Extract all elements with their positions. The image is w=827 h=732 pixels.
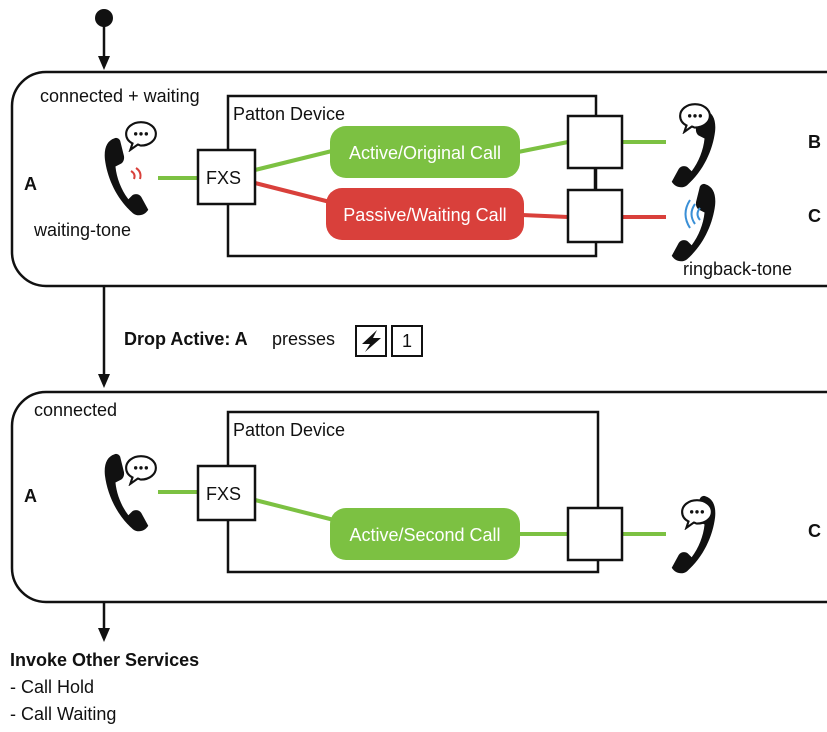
ringing-waves-icon: [684, 199, 701, 229]
fxs-box-2: [196, 464, 257, 522]
active-call-pill-1: [330, 126, 520, 178]
state-title-1: connected + waiting: [40, 86, 200, 106]
party-a-label-1: A: [24, 174, 37, 194]
footer-item: - Call Waiting: [10, 704, 116, 724]
active-call-pill-2: [330, 508, 520, 560]
flash-key-icon: [362, 330, 381, 352]
digit-key: [391, 325, 423, 357]
speech-bubble-icon: [125, 121, 157, 151]
line-fxs-active-1: [254, 148, 337, 172]
party-b-label-1: B: [808, 132, 821, 152]
footer-item: - Call Hold: [10, 677, 94, 697]
handset-icon: [104, 137, 149, 216]
line-fxs-waiting-1: [254, 181, 331, 204]
port-box-b-1: [566, 114, 624, 170]
speech-bubble-icon: [125, 455, 157, 485]
device-label-1: Patton Device: [233, 104, 345, 124]
state-box-2: [10, 390, 827, 604]
digit-key-label: 1: [402, 331, 412, 351]
state-title-2: connected: [34, 400, 117, 420]
waiting-call-label-1: Passive/Waiting Call: [343, 205, 506, 225]
port-box-c-2: [566, 506, 624, 562]
footer-title: Invoke Other Services: [10, 650, 199, 670]
fxs-label-1: FXS: [206, 168, 241, 188]
party-c-label-1: C: [808, 206, 821, 226]
party-a-label-2: A: [24, 486, 37, 506]
state-box-1: [10, 70, 827, 288]
arrowhead-start: [98, 56, 110, 70]
arrowhead-middle: [98, 374, 110, 388]
port-box-c-1: [566, 188, 624, 244]
active-call-label-2: Active/Second Call: [349, 525, 500, 545]
line-fxs-active-2: [254, 498, 335, 522]
start-point: [95, 9, 113, 27]
ringback-tone-label: ringback-tone: [683, 259, 792, 279]
party-c-label-2: C: [808, 521, 821, 541]
arrowhead-end: [98, 628, 110, 642]
waiting-call-pill-1: [326, 188, 524, 240]
transition-text: presses: [272, 329, 335, 349]
active-call-label-1: Active/Original Call: [349, 143, 501, 163]
device-label-2: Patton Device: [233, 420, 345, 440]
waiting-tone-label: waiting-tone: [33, 220, 131, 240]
ringing-waves-icon: [130, 167, 142, 180]
transition-bold: Drop Active: A: [124, 329, 248, 349]
fxs-box-1: [196, 148, 257, 206]
line-active-port-1: [517, 140, 569, 154]
fxs-label-2: FXS: [206, 484, 241, 504]
line-waiting-port-1: [521, 213, 569, 219]
